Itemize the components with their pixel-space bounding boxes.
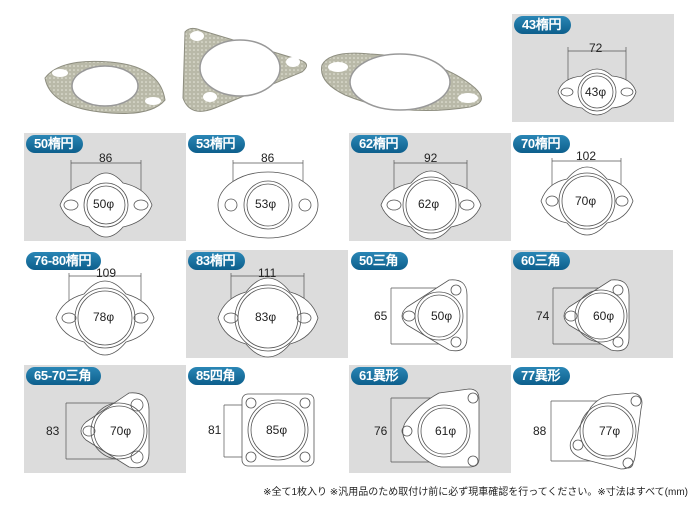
gasket-label: 85四角 — [188, 367, 246, 385]
bore-label: 85φ — [266, 423, 288, 437]
dimension-label: 88 — [533, 424, 547, 438]
gasket-label: 77異形 — [513, 367, 571, 385]
gasket-label: 50三角 — [351, 252, 409, 270]
gasket-label: 76-80楕円 — [26, 252, 102, 270]
bore-label: 50φ — [431, 309, 453, 323]
oval-gasket-diagram — [380, 160, 482, 240]
bore-label: 50φ — [93, 197, 115, 211]
dimension-label: 86 — [261, 151, 275, 165]
gasket-cell-62-oval: 62楕円 92 62φ — [349, 133, 511, 241]
dimension-label: 86 — [99, 151, 113, 165]
oval-gasket-photo — [44, 60, 166, 114]
dimension-label: 83 — [46, 424, 60, 438]
gasket-cell-85-square: 85四角 81 85φ — [186, 365, 348, 473]
oval-gasket-diagram — [59, 160, 153, 238]
irregular-gasket-diagram — [390, 388, 480, 468]
dimension-label: 102 — [576, 149, 597, 163]
gasket-label: 53楕円 — [188, 135, 246, 153]
irregular-gasket-diagram — [550, 392, 643, 470]
gasket-label: 50楕円 — [26, 135, 84, 153]
oval-gasket-diagram — [217, 273, 319, 358]
bore-label: 62φ — [418, 197, 440, 211]
gasket-cell-70-oval: 70楕円 102 70φ — [511, 133, 673, 241]
gasket-cell-61-irregular: 61異形 76 61φ — [349, 365, 511, 473]
footer-note: ※全て1枚入り ※汎用品のため取付け前に必ず現車確認を行ってください。※寸法はす… — [263, 487, 688, 498]
gasket-cell-60-triangle: 60三角 74 60φ — [511, 250, 673, 358]
oval-gasket-diagram — [557, 47, 637, 116]
dimension-label: 74 — [536, 309, 550, 323]
dimension-label: 72 — [589, 41, 603, 55]
square-gasket-diagram — [223, 393, 315, 467]
bore-label: 70φ — [575, 194, 597, 208]
triangle-gasket-diagram — [390, 279, 468, 352]
bore-label: 60φ — [593, 309, 615, 323]
hero-gasket-photos — [44, 27, 482, 114]
gasket-cell-76-80-oval: 76-80楕円 109 78φ — [24, 250, 186, 358]
gasket-cell-50-triangle: 50三角 65 50φ — [349, 250, 511, 358]
gasket-cell-77-irregular: 77異形 88 77φ — [511, 365, 673, 473]
dimension-label: 65 — [374, 309, 388, 323]
gasket-cell-65-70-triangle: 65-70三角 83 70φ — [24, 365, 186, 473]
bore-label: 43φ — [585, 85, 607, 99]
oval-gasket-diagram — [55, 273, 155, 356]
dimension-label: 111 — [258, 266, 277, 280]
bore-label: 78φ — [93, 310, 115, 324]
gasket-label: 60三角 — [513, 252, 571, 270]
bore-label: 53φ — [255, 197, 277, 211]
large-oval-gasket-photo — [320, 52, 482, 112]
gasket-label: 61異形 — [351, 367, 409, 385]
gasket-cell-50-oval: 50楕円 86 50φ — [24, 133, 186, 241]
gasket-cell-43-oval: 43楕円 72 43φ — [512, 14, 674, 122]
dimension-label: 81 — [208, 423, 222, 437]
gasket-label: 70楕円 — [513, 135, 571, 153]
bore-label: 70φ — [110, 424, 132, 438]
bore-label: 83φ — [255, 310, 277, 324]
gasket-label: 62楕円 — [351, 135, 409, 153]
gasket-cell-53-oval: 53楕円 86 53φ — [186, 133, 348, 241]
triangle-gasket-diagram — [65, 392, 150, 469]
gasket-label: 65-70三角 — [26, 367, 102, 385]
dimension-label: 92 — [424, 151, 438, 165]
bore-label: 61φ — [435, 424, 457, 438]
dimension-label: 109 — [96, 266, 117, 280]
gasket-label: 83楕円 — [188, 252, 246, 270]
gasket-label: 43楕円 — [514, 16, 572, 34]
triangle-gasket-diagram — [552, 279, 630, 352]
oval-gasket-diagram — [217, 160, 319, 239]
bore-label: 77φ — [599, 424, 621, 438]
dimension-label: 76 — [374, 424, 388, 438]
oval-gasket-diagram — [540, 158, 634, 236]
gasket-cell-83-oval: 83楕円 111 83φ — [186, 250, 348, 358]
triangle-gasket-photo — [182, 27, 307, 112]
